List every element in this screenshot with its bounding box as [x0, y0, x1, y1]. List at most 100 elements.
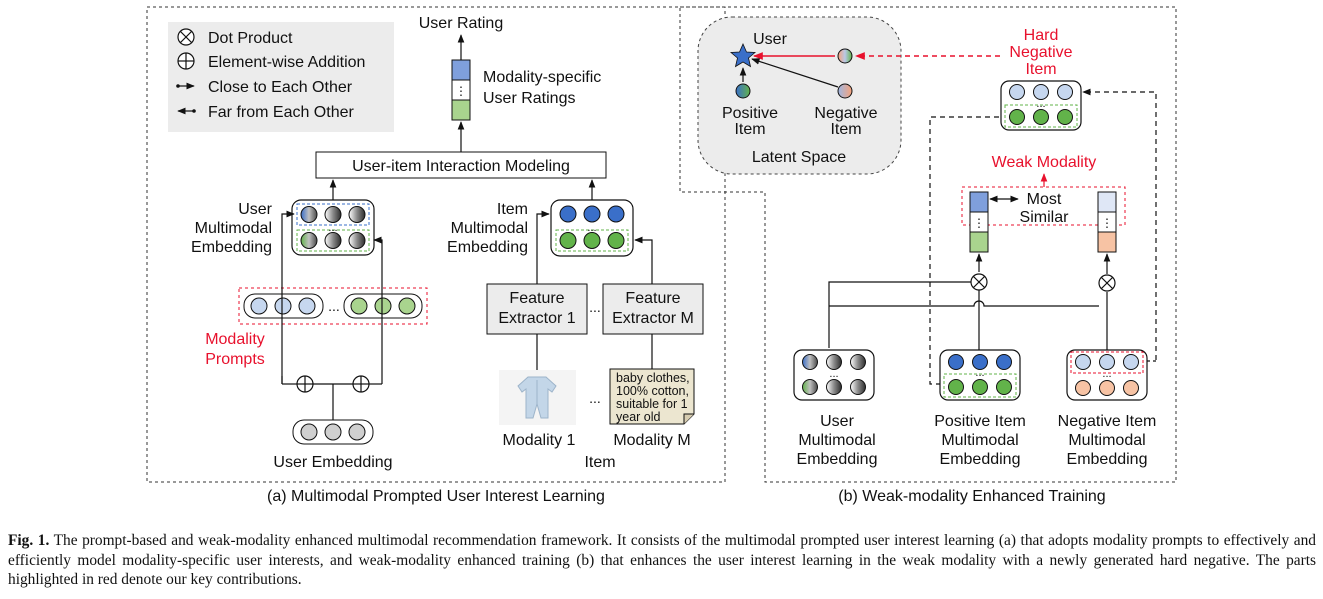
weak-modality-label: Weak Modality	[992, 154, 1097, 171]
modality-ellipsis: ...	[589, 390, 601, 406]
figure-label: Fig. 1.	[8, 532, 50, 549]
user-emb-b-label-3: Embedding	[797, 451, 878, 468]
framework-diagram: Dot Product Element-wise Addition Close …	[146, 6, 1177, 505]
negative-item-embedding: ...	[1066, 349, 1148, 401]
modality-1-label: Modality 1	[503, 432, 576, 449]
user-multimodal-embedding-b: ...	[793, 349, 875, 401]
negative-item-label-1: Negative	[814, 105, 877, 122]
item-side-connectors	[536, 210, 653, 370]
legend: Dot Product Element-wise Addition Close …	[168, 22, 394, 132]
neg-emb-label-3: Embedding	[1067, 451, 1148, 468]
user-mm-label-2: Multimodal	[195, 220, 272, 237]
svg-text:⋮: ⋮	[1101, 216, 1113, 230]
svg-text:⋮: ⋮	[455, 84, 467, 98]
positive-item-label-2: Item	[734, 121, 765, 138]
interaction-modeling-box	[315, 151, 607, 179]
figure-caption: Fig. 1. The prompt-based and weak-modali…	[8, 531, 1316, 590]
positive-item-dot	[735, 83, 751, 99]
user-mm-label-1: User	[238, 201, 272, 218]
dot-product-icon	[177, 28, 195, 46]
user-mm-label-3: Embedding	[191, 239, 272, 256]
feature-extractor-m-label-2: Extractor M	[612, 310, 694, 327]
plus-icon-right	[352, 375, 370, 393]
modality-ratings-label-1: Modality-specific	[483, 69, 601, 86]
most-similar-label-1: Most	[1027, 191, 1062, 208]
doc-line-4: year old	[616, 410, 661, 424]
svg-text:...: ...	[975, 367, 984, 379]
panel-b: User Positive Item Negative Item Latent …	[679, 6, 1177, 505]
positive-ratings-bar: ⋮	[969, 191, 989, 253]
user-star-icon	[729, 43, 757, 68]
feature-extractor-m-box	[602, 283, 704, 335]
item-label: Item	[584, 454, 615, 471]
hard-negative-label-1: Hard	[1024, 27, 1059, 44]
positive-item-embedding: ...	[939, 349, 1021, 401]
latent-space-label: Latent Space	[752, 149, 846, 166]
latent-user-label: User	[753, 31, 787, 48]
item-mm-label-1: Item	[497, 201, 528, 218]
interaction-modeling-label: User-item Interaction Modeling	[352, 158, 570, 175]
most-similar-label-2: Similar	[1020, 209, 1070, 226]
positive-item-label-1: Positive	[722, 105, 778, 122]
modality-prompts: ...	[238, 287, 428, 325]
item-mm-label-2: Multimodal	[451, 220, 528, 237]
dot-product-icon-negative	[1098, 274, 1116, 292]
svg-text:...: ...	[328, 222, 337, 234]
user-embedding	[292, 419, 374, 445]
document-icon	[609, 368, 695, 425]
far-arrow-icon	[177, 107, 196, 115]
hard-negative-dot	[837, 48, 853, 64]
negative-item-dot	[837, 83, 853, 99]
item-multimodal-embedding: ...	[550, 199, 634, 257]
user-embedding-label: User Embedding	[273, 454, 392, 471]
pos-emb-label-1: Positive Item	[934, 413, 1026, 430]
hard-negative-label-3: Item	[1025, 61, 1056, 78]
most-similar-box	[961, 186, 1126, 226]
prompts-ellipsis: ...	[328, 298, 340, 314]
legend-dot-product: Dot Product	[208, 30, 293, 47]
legend-close: Close to Each Other	[208, 79, 353, 96]
doc-line-1: baby clothes,	[616, 371, 690, 385]
feature-extractor-1-box	[486, 283, 588, 335]
feature-extractor-1-label-1: Feature	[509, 290, 564, 307]
modality-prompts-label-1: Modality	[205, 331, 265, 348]
doc-line-2: 100% cotton,	[616, 384, 689, 398]
doc-line-3: suitable for 1	[616, 397, 688, 411]
extractor-ellipsis: ...	[589, 299, 601, 315]
user-side-connectors	[281, 210, 383, 384]
feature-extractor-m-label-1: Feature	[625, 290, 680, 307]
plus-icon-left	[296, 375, 314, 393]
svg-text:...: ...	[829, 368, 838, 380]
hard-negative-connectors	[929, 88, 1157, 385]
svg-text:⋮: ⋮	[973, 216, 985, 230]
hard-negative-label-2: Negative	[1009, 44, 1072, 61]
pos-emb-label-3: Embedding	[940, 451, 1021, 468]
dot-product-icon-positive	[970, 273, 988, 291]
panel-a: Dot Product Element-wise Addition Close …	[146, 6, 726, 505]
feature-extractor-1-label-2: Extractor 1	[498, 310, 575, 327]
modality-ratings-bar: ⋮	[451, 59, 471, 121]
neg-emb-label-1: Negative Item	[1058, 413, 1157, 430]
legend-addition: Element-wise Addition	[208, 54, 365, 71]
user-emb-b-label-1: User	[820, 413, 854, 430]
modality-m-label: Modality M	[613, 432, 690, 449]
negative-item-label-2: Item	[830, 121, 861, 138]
user-rating-label: User Rating	[419, 15, 503, 32]
panel-b-caption: (b) Weak-modality Enhanced Training	[838, 488, 1105, 505]
figure-caption-text: The prompt-based and weak-modality enhan…	[8, 532, 1316, 588]
user-emb-b-label-2: Multimodal	[798, 432, 875, 449]
close-arrow-icon	[176, 82, 195, 90]
pos-emb-label-2: Multimodal	[941, 432, 1018, 449]
negative-ratings-bar: ⋮	[1097, 191, 1117, 253]
panel-a-caption: (a) Multimodal Prompted User Interest Le…	[267, 488, 605, 505]
panel-a-border	[146, 6, 726, 483]
user-multimodal-embedding: ...	[291, 199, 375, 256]
baby-clothes-image	[499, 370, 576, 425]
far-arrow	[751, 58, 839, 88]
neg-emb-label-2: Multimodal	[1068, 432, 1145, 449]
addition-connectors	[282, 383, 382, 420]
legend-far: Far from Each Other	[208, 104, 354, 121]
svg-text:...: ...	[587, 222, 596, 234]
modality-ratings-label-2: User Ratings	[483, 90, 575, 107]
panel-b-border	[679, 6, 1177, 483]
